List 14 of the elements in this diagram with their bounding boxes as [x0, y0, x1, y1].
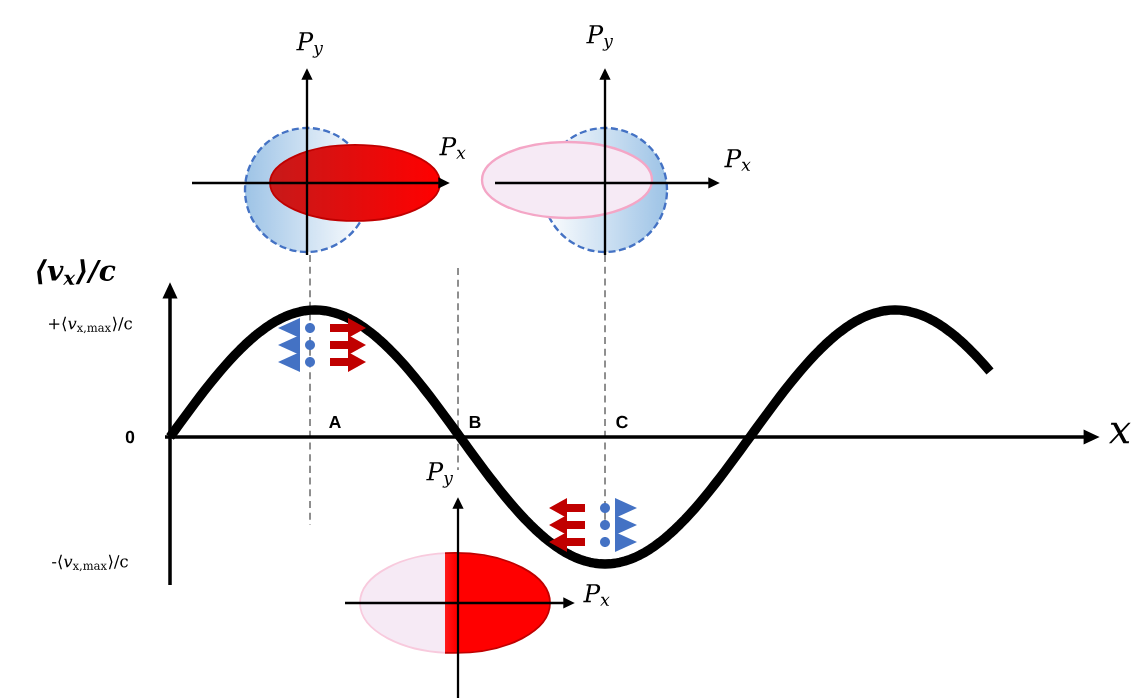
point-label: B — [469, 415, 481, 429]
axis-label: P$_{y}$ — [586, 25, 614, 51]
axis-label: P$_{x}$ — [583, 584, 610, 606]
point-label: A — [329, 415, 341, 429]
axis-label: P$_{y}$ — [296, 32, 324, 58]
axis-label: P$_{x}$ — [439, 137, 466, 159]
axis-title: ⟨v$_{x}$⟩/c — [37, 259, 116, 285]
tick-label: 0 — [125, 430, 135, 444]
tick-label: +⟨v$_{x,max}$⟩/c — [49, 316, 132, 334]
point-label: C — [616, 415, 628, 429]
axis-label: P$_{x}$ — [724, 149, 751, 171]
axis-title: x — [1108, 422, 1131, 444]
tick-label: -⟨v$_{x,max}$⟩/c — [52, 554, 128, 572]
axis-label: P$_{y}$ — [426, 462, 454, 488]
